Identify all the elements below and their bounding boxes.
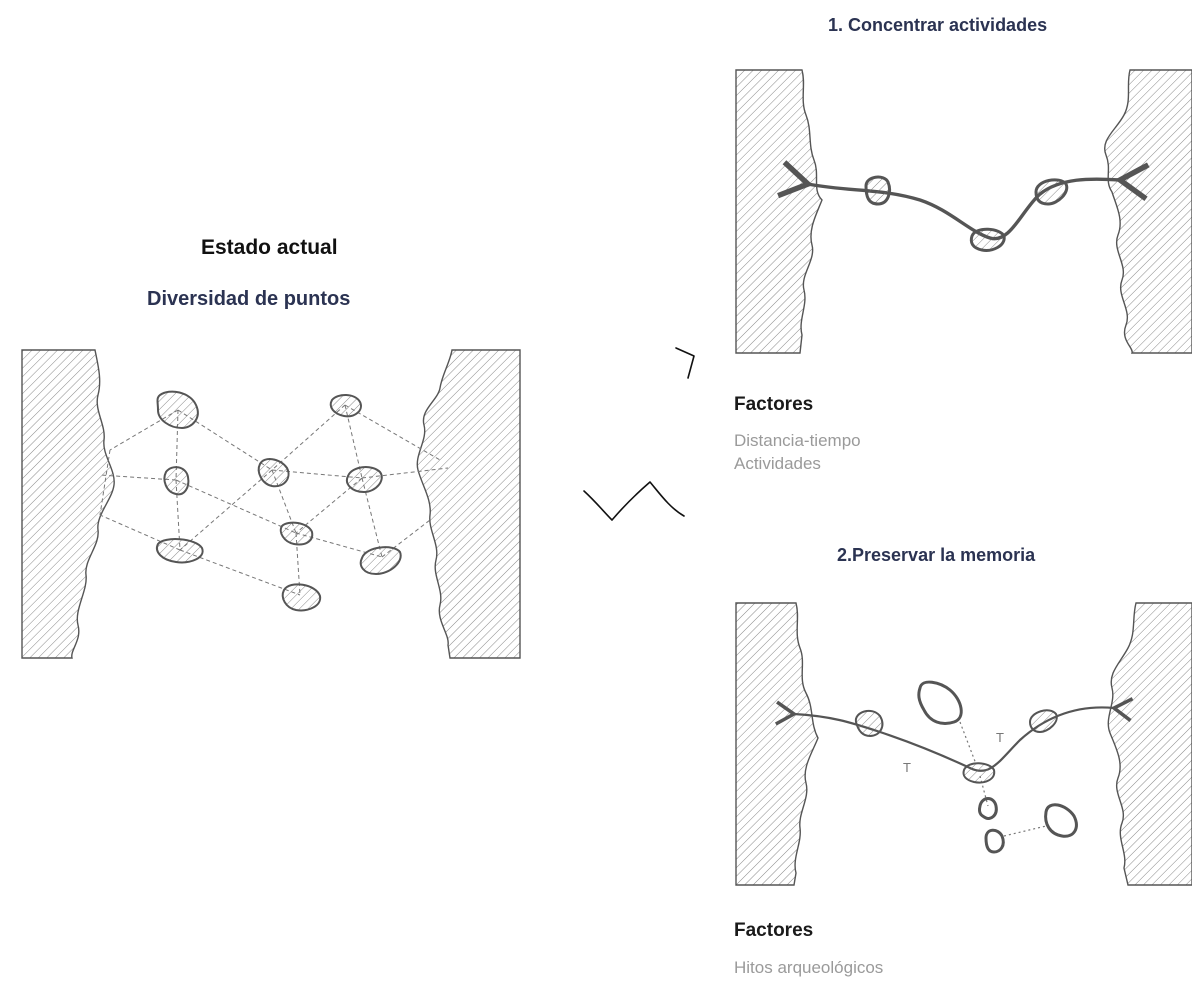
point-blob bbox=[359, 546, 402, 576]
strategy2-wall-left bbox=[735, 602, 819, 886]
point-blob bbox=[279, 521, 314, 546]
point-blob bbox=[281, 583, 322, 612]
segment-label: T bbox=[996, 730, 1004, 745]
point-blob bbox=[854, 709, 884, 738]
landmark-blob bbox=[978, 797, 998, 820]
point-blob bbox=[346, 466, 383, 494]
strategy1-factor-item: Distancia-tiempo bbox=[734, 431, 861, 450]
strategy1-wall-right bbox=[1104, 69, 1192, 354]
landmark-blob bbox=[984, 828, 1005, 854]
activity-points bbox=[156, 390, 402, 612]
zigzag-mark bbox=[583, 481, 685, 521]
point-blob bbox=[156, 390, 199, 430]
strategy2-panel bbox=[735, 602, 1192, 886]
point-blob bbox=[156, 538, 204, 564]
strategy1-factors-title: Factores bbox=[734, 394, 814, 415]
strategy2-factors-title: Factores bbox=[734, 920, 814, 941]
left-panel bbox=[21, 349, 521, 659]
point-blob bbox=[1034, 178, 1069, 206]
strategy2-connection-path bbox=[774, 697, 1134, 772]
left-subtitle: Diversidad de puntos bbox=[147, 288, 351, 310]
point-blob bbox=[1028, 709, 1058, 734]
point-blob bbox=[864, 175, 892, 206]
point-blob bbox=[969, 227, 1006, 252]
point-blob bbox=[329, 394, 362, 418]
strategy2-points bbox=[854, 680, 1078, 854]
arrow-up-mark bbox=[675, 347, 695, 379]
left-panel-wall-left bbox=[21, 349, 115, 659]
transition-marks bbox=[583, 347, 695, 521]
strategy1-panel bbox=[735, 69, 1192, 354]
point-blob bbox=[962, 762, 996, 784]
left-title: Estado actual bbox=[201, 236, 338, 259]
landmark-blob bbox=[917, 680, 963, 725]
strategy1-title: 1. Concentrar actividades bbox=[828, 15, 1048, 35]
strategy2-title: 2.Preservar la memoria bbox=[837, 545, 1036, 565]
strategy2-factor-item: Hitos arqueológicos bbox=[734, 958, 884, 977]
strategy1-factor-item: Actividades bbox=[734, 454, 821, 473]
strategy2-wall-right bbox=[1107, 602, 1192, 886]
segment-label: T bbox=[903, 760, 911, 775]
point-blob bbox=[163, 466, 190, 496]
point-blob bbox=[257, 458, 290, 488]
strategy1-connection-path bbox=[777, 160, 1150, 241]
strategy1-wall-left bbox=[735, 69, 823, 354]
strategy1-points bbox=[864, 175, 1069, 252]
left-panel-wall-right bbox=[416, 349, 521, 659]
landmark-blob bbox=[1044, 803, 1078, 838]
